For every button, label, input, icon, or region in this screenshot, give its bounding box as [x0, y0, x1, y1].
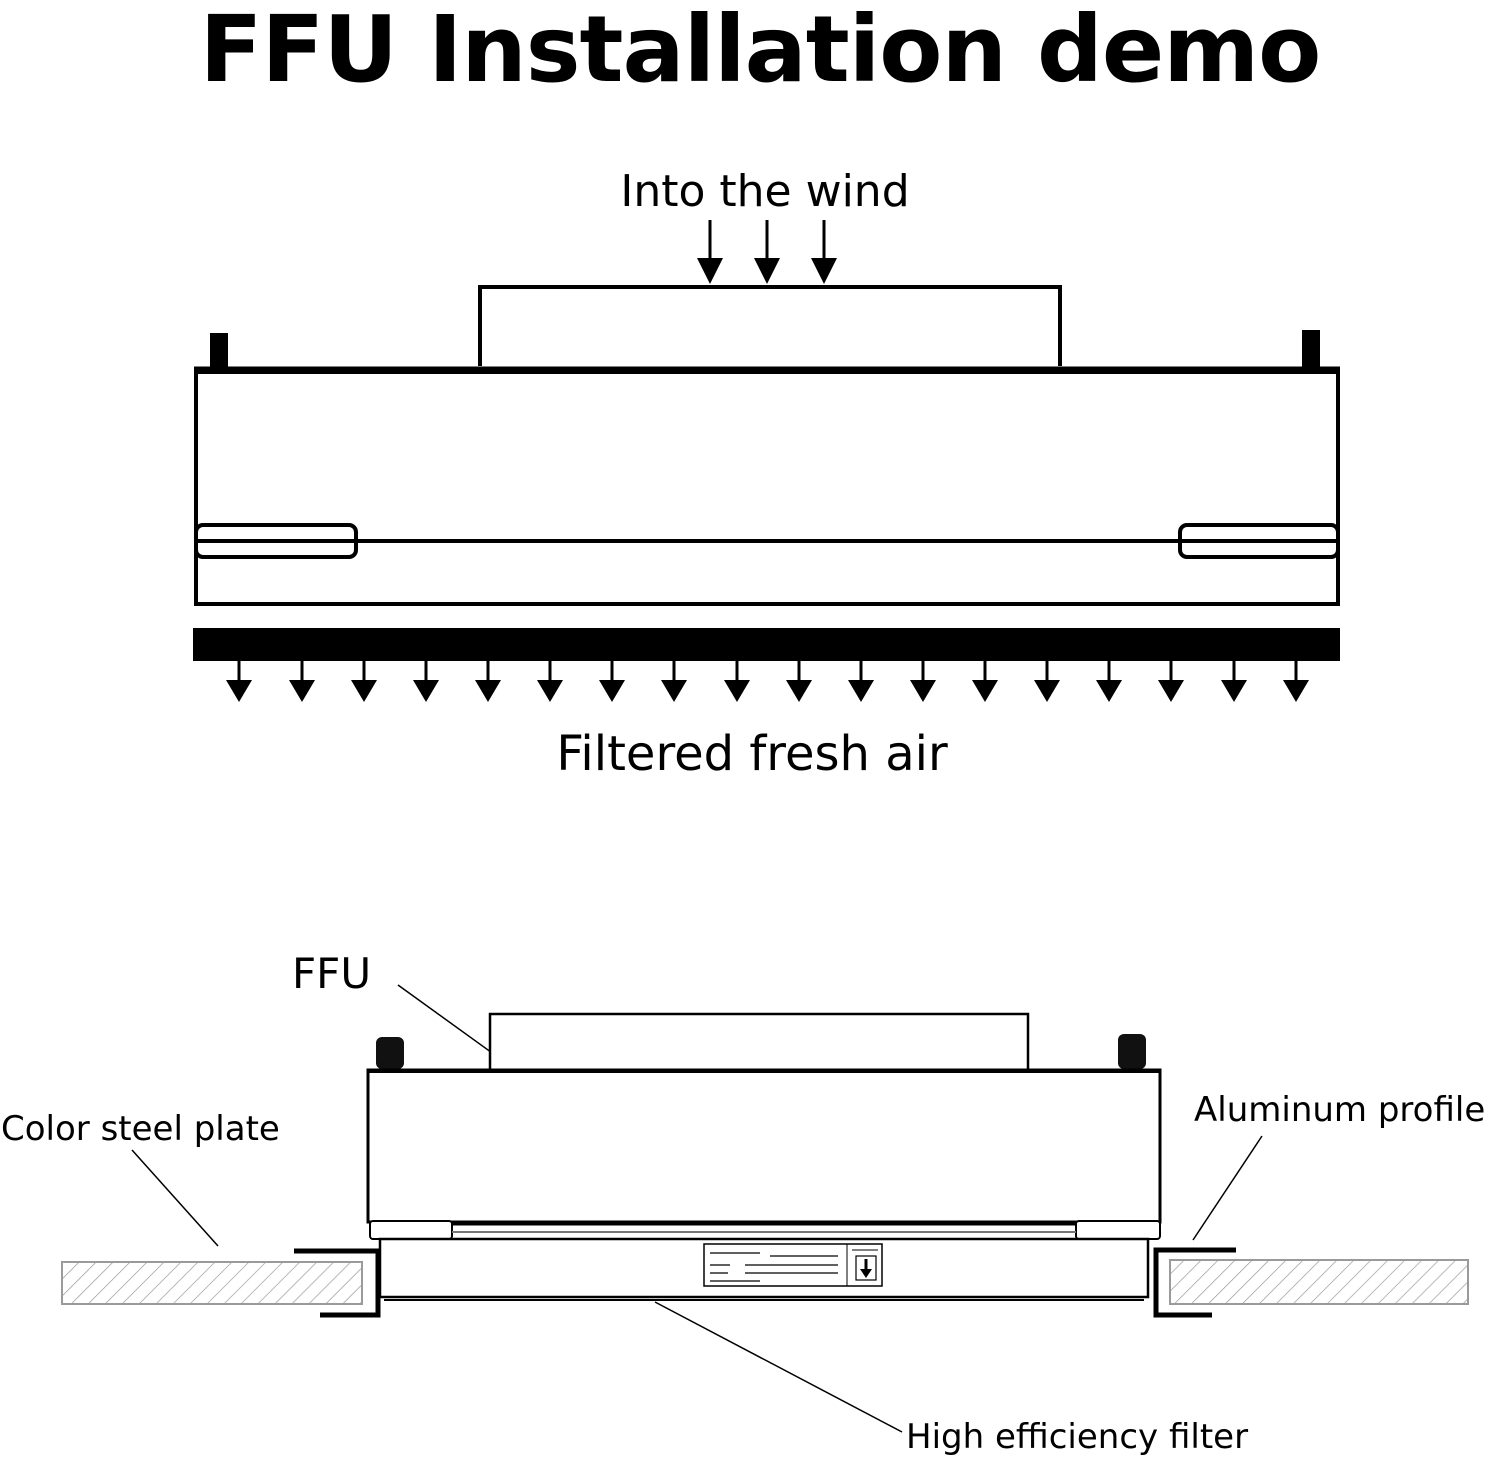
aluminum-profile-label: Aluminum profile: [1194, 1090, 1485, 1130]
right-color-steel-plate: [1169, 1259, 1469, 1305]
ffu-left-post: [376, 1037, 404, 1069]
ffu-fan-housing: [488, 1012, 1030, 1072]
ffu-label: FFU: [292, 949, 371, 998]
inlet-label: Into the wind: [620, 166, 909, 217]
top-diagram: Into the wind: [193, 166, 1340, 782]
left-aluminum-profile: [294, 1248, 381, 1318]
filter-bar: [193, 628, 1340, 661]
fan-housing: [478, 285, 1062, 366]
outlet-arrows: [226, 661, 1309, 702]
ffu-right-post: [1118, 1034, 1146, 1069]
left-color-steel-plate: [61, 1261, 363, 1305]
down-arrow-icon: [855, 1255, 877, 1281]
color-steel-plate-label: Color steel plate: [1, 1109, 280, 1149]
ffu-body: [366, 1068, 1162, 1224]
page-title: FFU Installation demo: [199, 0, 1322, 103]
left-flange: [369, 1220, 453, 1240]
right-flange: [1075, 1220, 1161, 1240]
filter-label: High efficiency filter: [906, 1417, 1248, 1457]
left-slot: [194, 523, 358, 559]
right-aluminum-profile: [1153, 1247, 1236, 1318]
bottom-diagram: FFU Color steel plate Aluminum profile H…: [1, 949, 1485, 1457]
left-post: [210, 333, 228, 369]
filter-nameplate: [703, 1243, 883, 1287]
right-slot: [1178, 523, 1340, 559]
ffu-box: [194, 370, 1340, 606]
inlet-arrows: [697, 220, 837, 284]
right-post: [1302, 330, 1320, 369]
outlet-label: Filtered fresh air: [556, 726, 948, 782]
